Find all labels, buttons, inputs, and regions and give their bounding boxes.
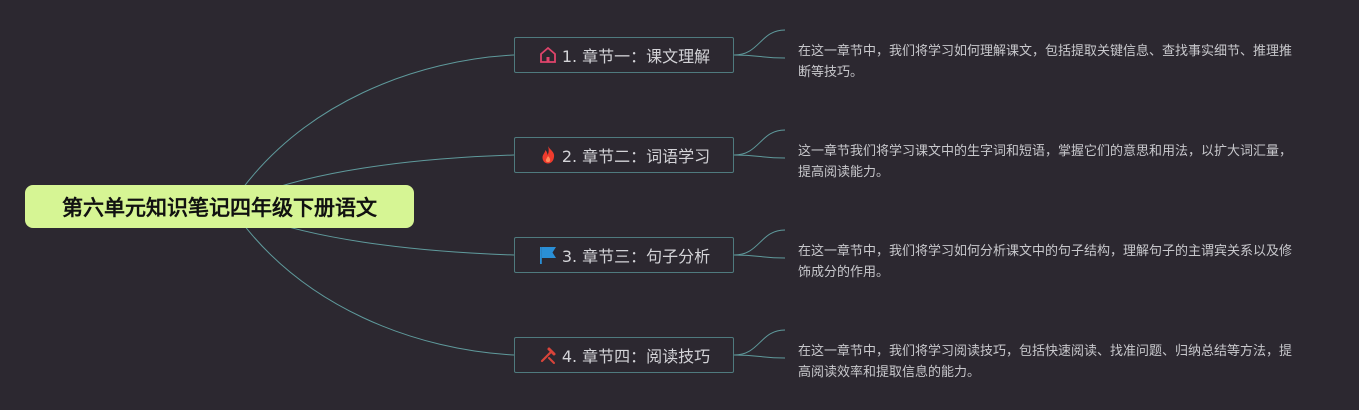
link-chapter-1-desc bbox=[733, 29, 786, 56]
link-root-chapter-4 bbox=[229, 205, 515, 356]
link-chapter-3-desc-b bbox=[733, 254, 786, 259]
chapter-label: 4. 章节四：阅读技巧 bbox=[561, 347, 711, 366]
link-chapter-3-desc bbox=[733, 229, 786, 256]
root-title: 第六单元知识笔记四年级下册语文 bbox=[62, 195, 377, 220]
flag-icon bbox=[538, 245, 558, 265]
link-chapter-2-desc bbox=[733, 129, 786, 156]
chapter-description-4: 在这一章节中，我们将学习阅读技巧，包括快速阅读、找准问题、归纳总结等方法，提高阅… bbox=[798, 344, 1293, 380]
chapter-description-2: 这一章节我们将学习课文中的生字词和短语，掌握它们的意思和用法，以扩大词汇量，提高… bbox=[798, 144, 1293, 180]
link-chapter-4-desc bbox=[733, 329, 786, 356]
chapter-node-4[interactable]: 4. 章节四：阅读技巧 bbox=[514, 337, 734, 373]
home-icon bbox=[538, 45, 558, 65]
link-chapter-4-desc-b bbox=[733, 354, 786, 359]
link-chapter-2-desc-b bbox=[733, 154, 786, 159]
link-chapter-1-desc-b bbox=[733, 54, 786, 59]
tools-icon bbox=[538, 345, 558, 365]
chapter-label: 1. 章节一：课文理解 bbox=[561, 47, 711, 66]
chapter-node-2[interactable]: 2. 章节二：词语学习 bbox=[514, 137, 734, 173]
link-root-chapter-1 bbox=[229, 54, 515, 207]
chapter-description-1: 在这一章节中，我们将学习如何理解课文，包括提取关键信息、查找事实细节、推理推断等… bbox=[798, 44, 1293, 80]
chapter-node-1[interactable]: 1. 章节一：课文理解 bbox=[514, 37, 734, 73]
chapter-description-3: 在这一章节中，我们将学习如何分析课文中的句子结构，理解句子的主谓宾关系以及修饰成… bbox=[798, 244, 1293, 280]
fire-icon bbox=[538, 145, 558, 165]
chapter-label: 2. 章节二：词语学习 bbox=[561, 147, 711, 166]
chapter-label: 3. 章节三：句子分析 bbox=[561, 247, 711, 266]
root-node[interactable]: 第六单元知识笔记四年级下册语文 bbox=[25, 185, 414, 228]
chapter-node-3[interactable]: 3. 章节三：句子分析 bbox=[514, 237, 734, 273]
